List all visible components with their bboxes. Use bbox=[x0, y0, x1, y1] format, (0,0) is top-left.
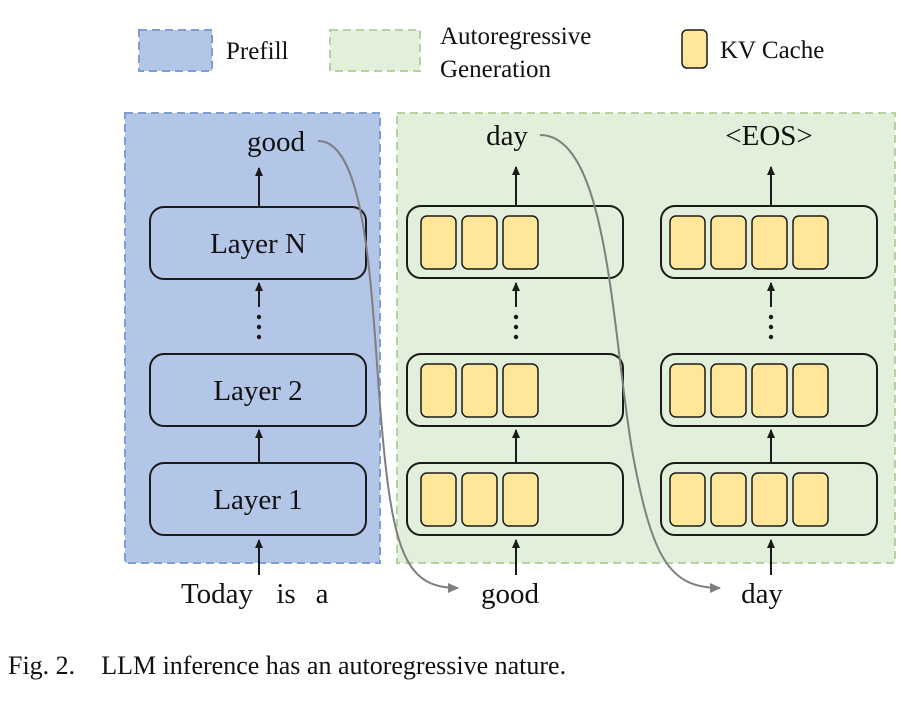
layer-box-1 bbox=[149, 462, 367, 536]
step-1-layer-n-kv-cache bbox=[420, 215, 539, 270]
kv-cache-block bbox=[751, 472, 788, 527]
prefill-input-tokens: Today is a bbox=[181, 578, 329, 610]
step-1-layer-2-kv-cache bbox=[420, 363, 539, 418]
figure-caption: Fig. 2. LLM inference has an autoregress… bbox=[8, 651, 566, 681]
input-token-today: Today bbox=[181, 578, 254, 610]
kv-cache-block bbox=[461, 472, 498, 527]
input-token-a: a bbox=[316, 578, 329, 610]
feedback-arrow-good bbox=[317, 139, 459, 593]
kv-cache-block bbox=[669, 472, 706, 527]
step-2-output-token: <EOS> bbox=[725, 120, 813, 152]
legend-kv-cache-label: KV Cache bbox=[720, 37, 824, 64]
kv-cache-block bbox=[710, 472, 747, 527]
kv-cache-block bbox=[502, 363, 539, 418]
caption-label: Fig. 2. bbox=[8, 651, 76, 680]
kv-cache-block bbox=[792, 472, 829, 527]
layer-n-label: Layer N bbox=[210, 228, 306, 260]
step-2-input-token: day bbox=[741, 578, 783, 610]
legend-prefill-label: Prefill bbox=[226, 38, 289, 65]
kv-cache-block bbox=[710, 363, 747, 418]
prefill-output-token: good bbox=[247, 126, 306, 158]
kv-cache-block bbox=[420, 472, 457, 527]
layer-1-label: Layer 1 bbox=[213, 484, 302, 516]
legend: Prefill Autoregressive Generation KV Cac… bbox=[138, 23, 824, 83]
legend-generation-label-line1: Autoregressive bbox=[440, 23, 591, 50]
layer-2-label: Layer 2 bbox=[213, 375, 302, 407]
kv-cache-block bbox=[669, 215, 706, 270]
kv-cache-block bbox=[420, 363, 457, 418]
kv-cache-block bbox=[420, 215, 457, 270]
vertical-ellipsis-step-2 bbox=[768, 314, 774, 340]
kv-cache-block bbox=[502, 472, 539, 527]
legend-generation-swatch bbox=[329, 29, 421, 72]
kv-cache-block bbox=[710, 215, 747, 270]
caption-text: LLM inference has an autoregressive natu… bbox=[101, 651, 567, 680]
kv-cache-block bbox=[461, 215, 498, 270]
step-1-output-token: day bbox=[486, 120, 528, 152]
layer-box-2 bbox=[149, 353, 367, 427]
vertical-ellipsis-step-1 bbox=[513, 314, 519, 340]
step-1-input-token: good bbox=[481, 578, 540, 610]
step-2-layer-1-kv-cache bbox=[669, 472, 829, 527]
generation-step-2: <EOS> bbox=[660, 120, 878, 610]
step-2-layer-2-kv-cache bbox=[669, 363, 829, 418]
kv-cache-block bbox=[751, 215, 788, 270]
input-token-is: is bbox=[276, 578, 295, 610]
llm-inference-diagram: Prefill Autoregressive Generation KV Cac… bbox=[124, 23, 896, 610]
prefill-column: good Layer N Layer 2 Layer 1 Today is a bbox=[149, 126, 367, 610]
feedback-arrow-day bbox=[539, 134, 721, 593]
kv-cache-block bbox=[502, 215, 539, 270]
legend-prefill-swatch bbox=[138, 29, 213, 72]
vertical-ellipsis-prefill bbox=[256, 314, 262, 340]
step-2-layer-n-kv-cache bbox=[669, 215, 829, 270]
kv-cache-block bbox=[669, 363, 706, 418]
kv-cache-block bbox=[751, 363, 788, 418]
generation-step-1: day bbox=[406, 120, 624, 610]
legend-generation-label-line2: Generation bbox=[440, 56, 552, 83]
kv-cache-block bbox=[792, 215, 829, 270]
legend-kv-cache-swatch bbox=[681, 29, 708, 69]
kv-cache-block bbox=[461, 363, 498, 418]
step-1-layer-1-kv-cache bbox=[420, 472, 539, 527]
kv-cache-block bbox=[792, 363, 829, 418]
